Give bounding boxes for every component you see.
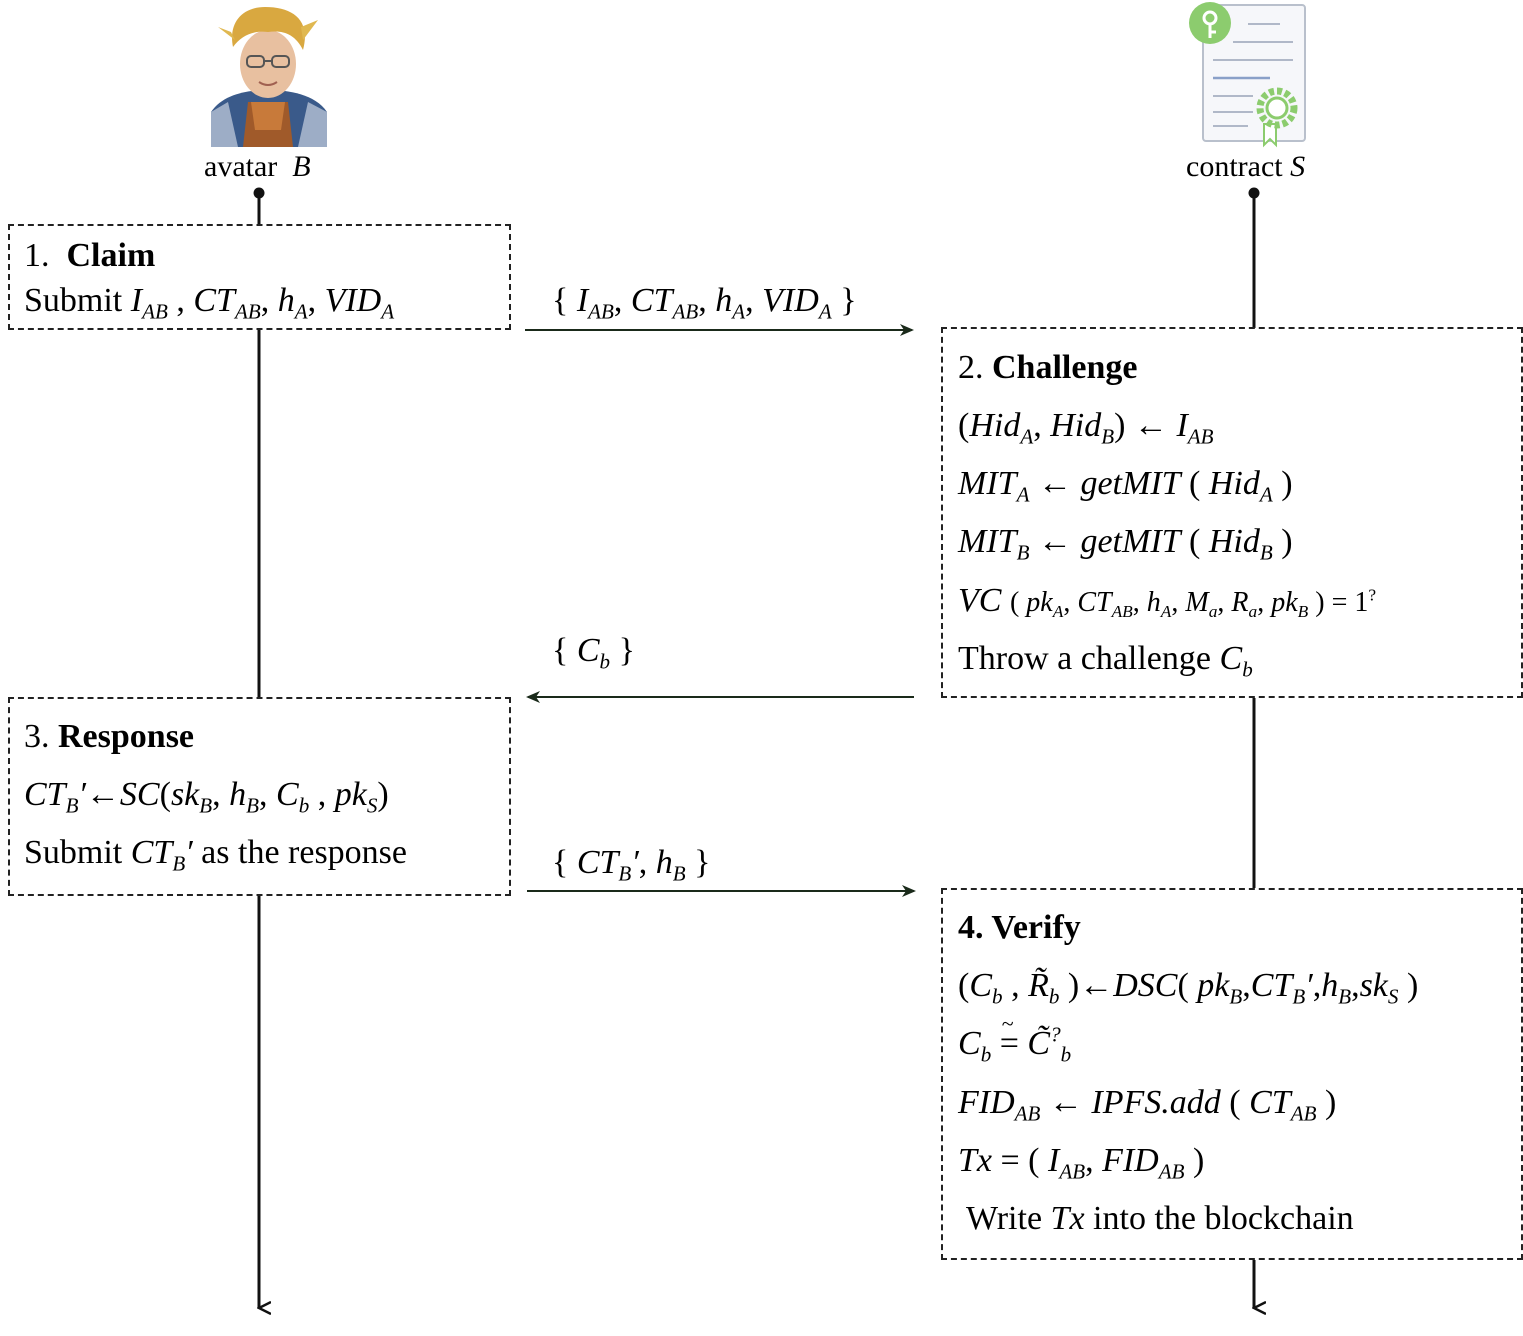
challenge-line-4: VC ( pkA, CTAB, hA, Ma, Ra, pkB ) = 1?: [958, 582, 1377, 622]
message-claim-label: { IAB, CTAB, hA, VIDA }: [552, 282, 857, 324]
response-line-1: CTB′←SC(skB, hB, Cb , pkS): [24, 776, 389, 818]
verify-box: [941, 888, 1523, 1260]
verify-line-4: Tx = ( IAB, FIDAB ): [958, 1142, 1205, 1184]
challenge-title: 2. Challenge: [958, 349, 1138, 386]
contract-document-icon: [1189, 2, 1306, 148]
verify-line-2: Cb =~ C̃?b: [958, 1011, 1072, 1067]
challenge-box: [941, 327, 1523, 698]
contract-label: contract S: [1186, 150, 1306, 183]
challenge-line-3: MITB ← getMIT ( HidB ): [958, 523, 1293, 565]
verify-line-3: FIDAB ← IPFS.add ( CTAB ): [958, 1084, 1337, 1126]
verify-line-5: Write Tx into the blockchain: [966, 1200, 1354, 1237]
avatar-label: avatar B: [204, 150, 311, 183]
verify-title: 4. Verify: [958, 909, 1081, 946]
challenge-line-5: Throw a challenge Cb: [958, 640, 1253, 682]
response-title: 3. Response: [24, 718, 195, 755]
challenge-line-1: (HidA, HidB) ← IAB: [958, 407, 1214, 449]
response-line-2: Submit CTB′ as the response: [24, 834, 407, 876]
claim-line: Submit IAB , CTAB, hA, VIDA: [24, 282, 395, 324]
avatar-icon: [203, 2, 333, 147]
message-response-label: { CTB′, hB }: [552, 844, 711, 886]
message-challenge-label: { Cb }: [552, 632, 635, 674]
verify-line-1: (Cb , R̃b )←DSC( pkB,CTB′,hB,skS ): [958, 967, 1419, 1009]
response-box: [8, 697, 511, 896]
challenge-line-2: MITA ← getMIT ( HidA ): [958, 465, 1293, 507]
claim-title: 1. Claim: [24, 237, 156, 274]
claim-box: [8, 224, 511, 330]
